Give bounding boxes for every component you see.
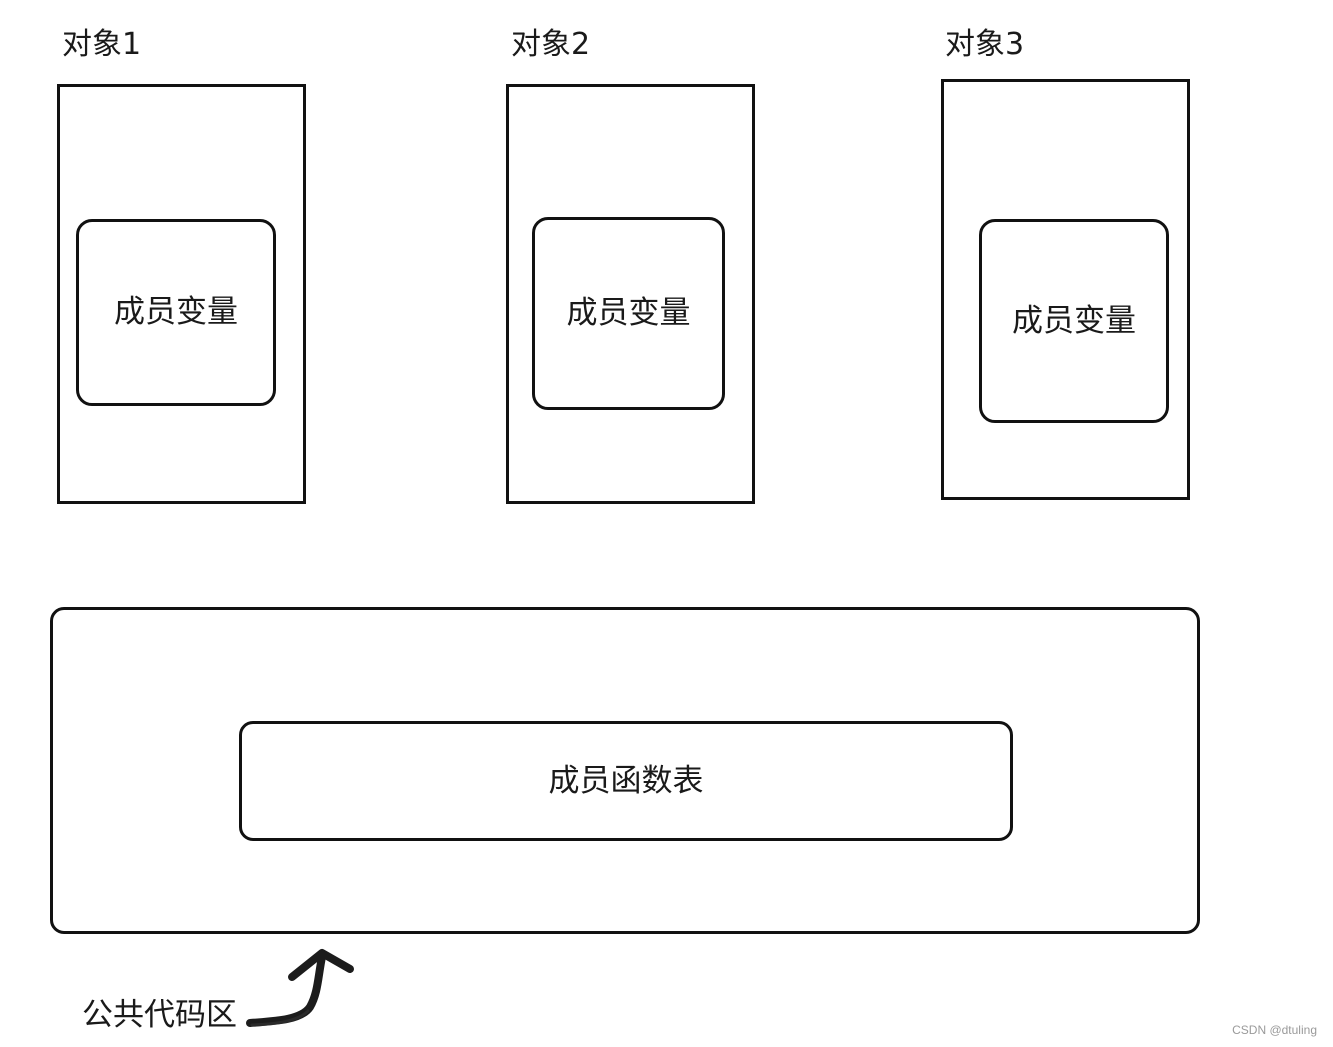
shared-code-area-label: 公共代码区	[82, 997, 237, 1033]
watermark: CSDN @dtuling	[1232, 1023, 1317, 1037]
object-2-label: 对象2	[511, 27, 591, 62]
object-2-member-vars-box: 成员变量	[532, 217, 725, 410]
member-function-table-label: 成员函数表	[548, 762, 704, 799]
object-2-member-vars-label: 成员变量	[566, 295, 691, 331]
object-3-label: 对象3	[945, 27, 1025, 62]
pointer-arrow-icon	[246, 949, 354, 1027]
member-function-table-box: 成员函数表	[239, 721, 1013, 841]
object-1-box: 成员变量	[57, 84, 306, 504]
object-1-label: 对象1	[62, 27, 142, 62]
object-2-box: 成员变量	[506, 84, 755, 504]
object-3-member-vars-label: 成员变量	[1012, 302, 1136, 339]
object-1-member-vars-box: 成员变量	[76, 219, 276, 406]
object-3-box: 成员变量	[941, 79, 1190, 500]
object-1-member-vars-label: 成员变量	[114, 294, 238, 330]
object-3-member-vars-box: 成员变量	[979, 219, 1169, 423]
shared-code-area-box: 成员函数表	[50, 607, 1200, 934]
